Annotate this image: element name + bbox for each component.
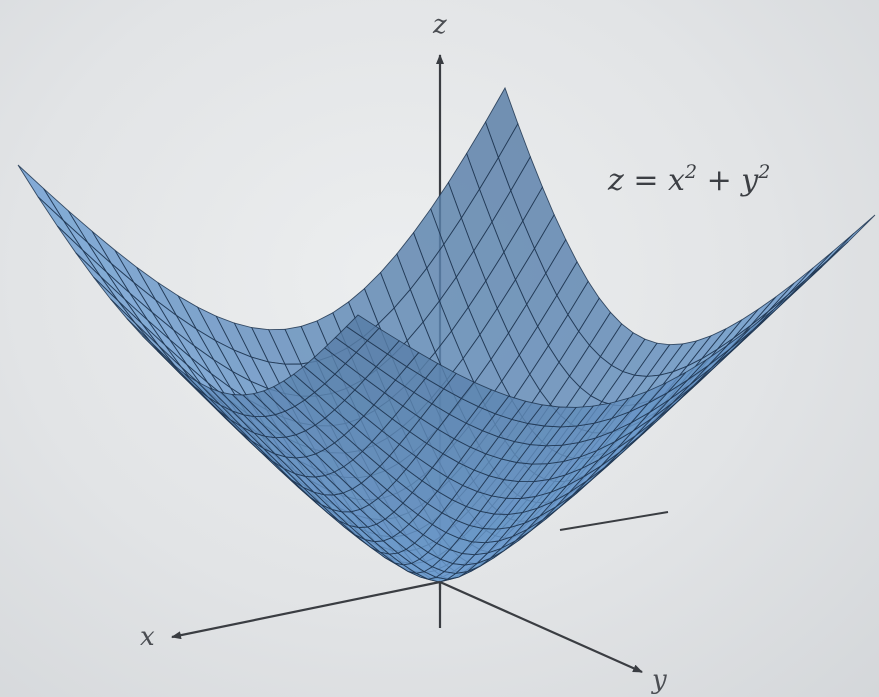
equation-plus: + [697,163,741,198]
equation-equals: = [624,163,668,198]
surface-mesh-cell [345,314,380,342]
x-axis-label: x [140,622,155,652]
z-axis-label: z [432,10,447,40]
surface-mesh-cell [750,282,795,326]
y-axis-label: y [651,665,667,695]
x-axis [171,580,441,640]
surface-mesh-cell [733,296,777,339]
equation-y: y [739,163,759,198]
y-axis [439,580,643,674]
equation-label: z = x2 + y2 [607,161,770,198]
y-axis-far-segment [559,511,669,531]
equation-z: z [607,163,624,198]
equation-y-exponent: 2 [757,161,770,183]
equation-x-exponent: 2 [684,161,697,183]
paraboloid-surface [17,86,876,583]
equation-x: x [668,163,685,198]
axes-front [171,580,643,674]
surface-mesh-cell [17,164,64,221]
